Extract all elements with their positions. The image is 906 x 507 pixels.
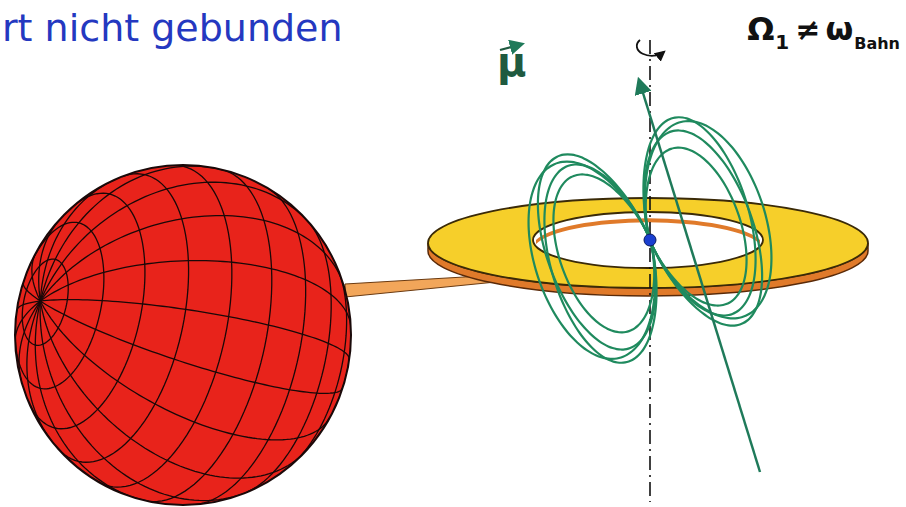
field-line xyxy=(544,164,656,362)
grid-line xyxy=(40,261,350,327)
moment-symbol: μ xyxy=(497,38,526,86)
grid-line xyxy=(15,222,104,389)
grid-line xyxy=(15,301,40,341)
grid-line xyxy=(195,189,305,505)
not-equal-sign-text: ≠ xyxy=(795,12,820,47)
field-line xyxy=(644,130,762,325)
orbit-symbol: ω xyxy=(825,10,853,48)
rotation-axis xyxy=(649,40,651,502)
heading-fragment-text: rt nicht gebunden xyxy=(2,6,343,50)
star-grid xyxy=(15,165,351,504)
subscript-text: 1 xyxy=(775,30,789,54)
grid-line xyxy=(59,174,189,463)
spin-symbol-text: Ω xyxy=(747,10,774,48)
grid-line xyxy=(97,165,232,487)
grid-line xyxy=(295,272,347,461)
grid-line xyxy=(17,301,41,311)
rotation-arrow xyxy=(637,40,664,56)
spin-symbol: Ω xyxy=(747,10,774,48)
grid-line xyxy=(40,300,349,360)
grid-line xyxy=(40,301,303,478)
donor-star xyxy=(15,165,351,505)
grid-line xyxy=(40,301,251,500)
subscript: Bahn xyxy=(854,34,900,53)
grid-line xyxy=(40,301,329,440)
field-lines xyxy=(529,117,772,363)
grid-line xyxy=(23,282,40,301)
subscript: 1 xyxy=(775,30,789,54)
orbit-symbol-text: ω xyxy=(825,10,853,48)
field-line xyxy=(538,154,656,349)
heading-fragment: rt nicht gebunden xyxy=(2,6,343,52)
grid-line xyxy=(19,301,40,383)
field-line xyxy=(646,148,747,306)
grid-line xyxy=(40,182,312,301)
subscript-text: Bahn xyxy=(854,34,900,53)
grid-line xyxy=(145,170,272,502)
white-dwarf xyxy=(644,234,656,246)
moment-vector xyxy=(639,80,760,472)
moment-symbol-text: μ xyxy=(497,39,526,85)
field-line xyxy=(553,174,654,332)
not-equal-sign: ≠ xyxy=(795,12,820,48)
grid-line xyxy=(40,301,342,393)
accretion-disk xyxy=(428,198,868,288)
grid-line xyxy=(40,216,343,301)
